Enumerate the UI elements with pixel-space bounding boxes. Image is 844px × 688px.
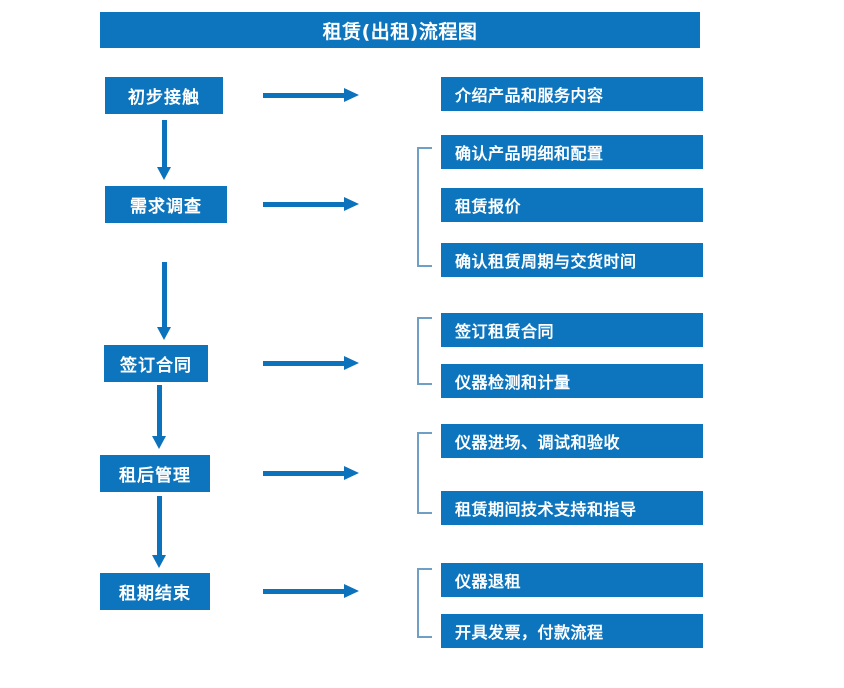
task-box-sign-rental-contract[interactable]: 签订租赁合同 [441, 313, 703, 347]
task-box-rental-quotation[interactable]: 租赁报价 [441, 188, 703, 222]
horizontal-arrow-initial-contact [263, 88, 359, 102]
task-box-confirm-product-details-config[interactable]: 确认产品明细和配置 [441, 135, 703, 169]
task-box-instrument-return[interactable]: 仪器退租 [441, 563, 703, 597]
vertical-arrow-contract-to-management [152, 385, 166, 449]
group-bracket-sign-contract [417, 317, 432, 385]
vertical-arrow-contact-to-survey [157, 120, 171, 180]
stage-box-sign-contract[interactable]: 签订合同 [104, 345, 208, 382]
group-bracket-demand-survey [417, 147, 432, 267]
group-bracket-rent-period-end [417, 568, 432, 638]
stage-box-demand-survey[interactable]: 需求调查 [105, 186, 227, 223]
stage-box-initial-contact[interactable]: 初步接触 [105, 77, 223, 114]
task-box-rental-technical-support[interactable]: 租赁期间技术支持和指导 [441, 491, 703, 525]
stage-box-rent-period-end[interactable]: 租期结束 [100, 573, 210, 610]
group-bracket-post-rent-management [417, 432, 432, 514]
task-box-introduce-products-services[interactable]: 介绍产品和服务内容 [441, 77, 703, 111]
vertical-arrow-management-to-end [152, 496, 166, 568]
task-box-instrument-inspection-measurement[interactable]: 仪器检测和计量 [441, 364, 703, 398]
stage-box-post-rent-management[interactable]: 租后管理 [100, 455, 210, 492]
horizontal-arrow-rent-period-end [263, 584, 359, 598]
horizontal-arrow-post-rent-management [263, 466, 359, 480]
vertical-arrow-survey-to-contract [157, 262, 171, 340]
horizontal-arrow-sign-contract [263, 356, 359, 370]
diagram-title: 租赁(出租)流程图 [100, 12, 700, 48]
task-box-invoice-payment-process[interactable]: 开具发票，付款流程 [441, 614, 703, 648]
task-box-instrument-entry-debug-acceptance[interactable]: 仪器进场、调试和验收 [441, 424, 703, 458]
horizontal-arrow-demand-survey [263, 197, 359, 211]
task-box-confirm-rental-period-delivery[interactable]: 确认租赁周期与交货时间 [441, 243, 703, 277]
